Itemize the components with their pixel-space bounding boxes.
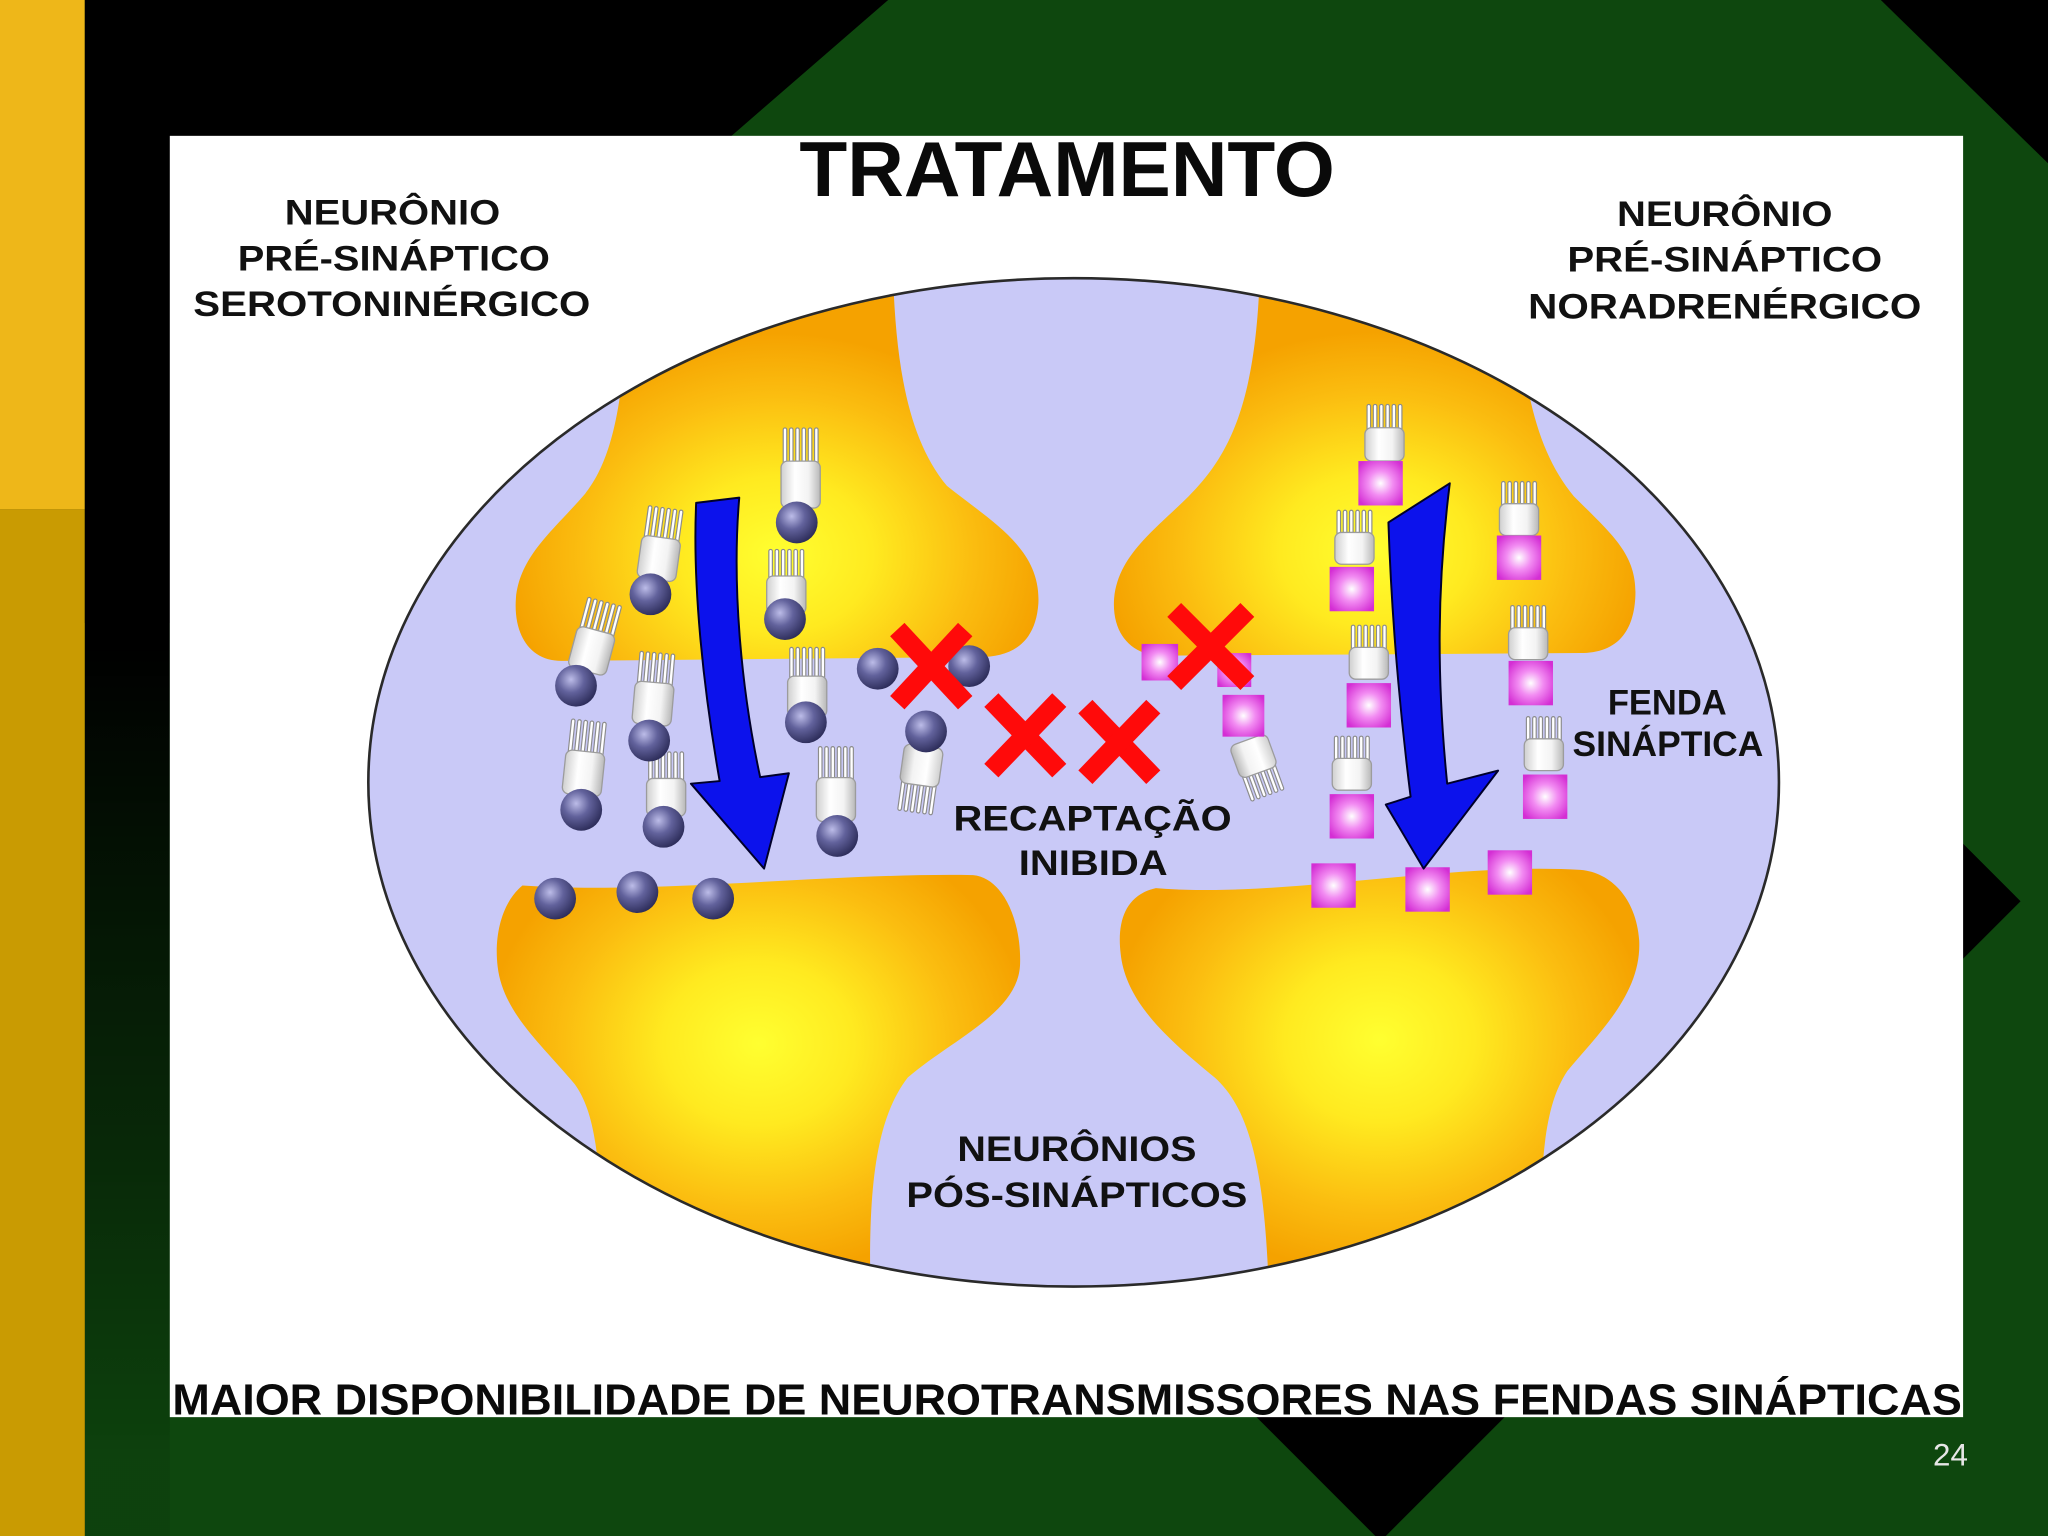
page-number: 24 <box>1933 1437 1968 1472</box>
serotonin-molecule <box>816 815 859 857</box>
background-left-fade <box>84 0 170 1536</box>
serotonin-molecule <box>555 664 597 707</box>
reuptake-transporter <box>568 596 622 676</box>
noradrenaline-molecule <box>1487 850 1533 895</box>
noradrenergic-label-line: PRÉ-SINÁPTICO <box>1567 240 1882 280</box>
noradrenaline-molecule <box>1508 660 1553 706</box>
reuptake-transporter <box>897 743 944 816</box>
serotonin-molecule <box>692 877 735 920</box>
serotonin-molecule <box>629 573 672 616</box>
serotonergic-neuron-label: NEURÔNIO PRÉ-SINÁPTICO SEROTONINÉRGICO <box>193 193 590 324</box>
reuptake-transporter <box>1331 735 1373 791</box>
synaptic-cleft-label-line: SINÁPTICA <box>1573 724 1764 764</box>
noradrenaline-molecule <box>1329 794 1375 839</box>
noradrenaline-reuptake-arrow <box>1384 482 1500 870</box>
synapse-diagram <box>367 276 1781 1288</box>
reuptake-transporter <box>780 427 821 509</box>
noradrenergic-label-line: NORADRENÉRGICO <box>1528 287 1921 327</box>
reuptake-transporter <box>815 746 857 823</box>
noradrenaline-molecule <box>1405 867 1450 912</box>
serotonin-molecule <box>616 871 659 913</box>
serotonin-molecule <box>856 647 899 690</box>
synaptic-cleft-label: FENDA SINÁPTICA <box>1573 683 1764 764</box>
serotonin-molecules <box>534 427 991 920</box>
serotonergic-label-line: PRÉ-SINÁPTICO <box>238 238 550 278</box>
reuptake-inhibition-marks <box>890 603 1255 784</box>
reuptake-inhibited-label: RECAPTAÇÃO INIBIDA <box>953 800 1231 883</box>
synapse-outline <box>367 276 1781 1288</box>
background-dark-triangle-top-right <box>1880 0 2048 164</box>
accent-bar-lower <box>0 509 85 1536</box>
serotonergic-label-line: NEURÔNIO <box>285 193 501 233</box>
serotonin-molecule <box>905 710 947 753</box>
synaptic-cleft-label-line: FENDA <box>1608 683 1727 722</box>
reuptake-transporter <box>1348 624 1390 680</box>
noradrenaline-molecule <box>1311 863 1356 908</box>
serotonin-molecule <box>628 719 671 762</box>
reuptake-transporter <box>1523 716 1565 772</box>
serotonin-molecule <box>534 877 576 920</box>
serotonin-molecule <box>775 501 818 544</box>
reuptake-transporter <box>636 505 684 583</box>
reuptake-transporter <box>645 751 687 817</box>
postsynaptic-neurons-label: NEURÔNIOS PÓS-SINÁPTICOS <box>906 1129 1247 1215</box>
serotonin-molecule <box>560 788 603 831</box>
serotonergic-label-line: SEROTONINÉRGICO <box>193 284 590 324</box>
noradrenaline-molecule <box>1496 535 1542 580</box>
noradrenaline-molecule <box>1222 694 1265 737</box>
reuptake-label-line: INIBIDA <box>1019 844 1168 883</box>
postsynaptic-label-line: NEURÔNIOS <box>957 1129 1196 1169</box>
noradrenergic-label-line: NEURÔNIO <box>1617 194 1833 234</box>
slide-caption: MAIOR DISPONIBILIDADE DE NEUROTRANSMISSO… <box>172 1377 1961 1425</box>
inhibition-x-mark <box>1167 603 1255 691</box>
noradrenaline-molecule <box>1358 461 1403 506</box>
noradrenaline-molecule <box>1522 774 1568 819</box>
slide-title: TRATAMENTO <box>799 125 1335 213</box>
inhibition-x-mark <box>890 622 973 710</box>
inhibition-x-mark <box>984 693 1067 778</box>
reuptake-transporter <box>631 650 676 727</box>
noradrenaline-molecule <box>1329 566 1375 612</box>
reuptake-transporter <box>1507 604 1549 661</box>
serotonin-reuptake-arrow <box>689 496 790 870</box>
noradrenaline-molecule <box>1346 683 1392 728</box>
reuptake-transporter <box>1230 734 1285 802</box>
reuptake-transporter <box>561 718 607 798</box>
serotonin-molecule <box>642 805 685 848</box>
serotonin-molecule <box>948 645 991 688</box>
accent-bar-upper <box>0 0 85 510</box>
reuptake-transporter <box>766 548 807 615</box>
reuptake-transporter <box>1334 509 1375 565</box>
inhibition-x-mark <box>1078 699 1161 784</box>
noradrenergic-neuron-label: NEURÔNIO PRÉ-SINÁPTICO NORADRENÉRGICO <box>1528 194 1921 327</box>
reuptake-label-line: RECAPTAÇÃO <box>953 800 1231 839</box>
postsynaptic-label-line: PÓS-SINÁPTICOS <box>906 1175 1247 1215</box>
serotonin-molecule <box>764 598 806 640</box>
noradrenaline-molecules <box>1141 403 1568 912</box>
serotonin-molecule <box>784 701 827 744</box>
